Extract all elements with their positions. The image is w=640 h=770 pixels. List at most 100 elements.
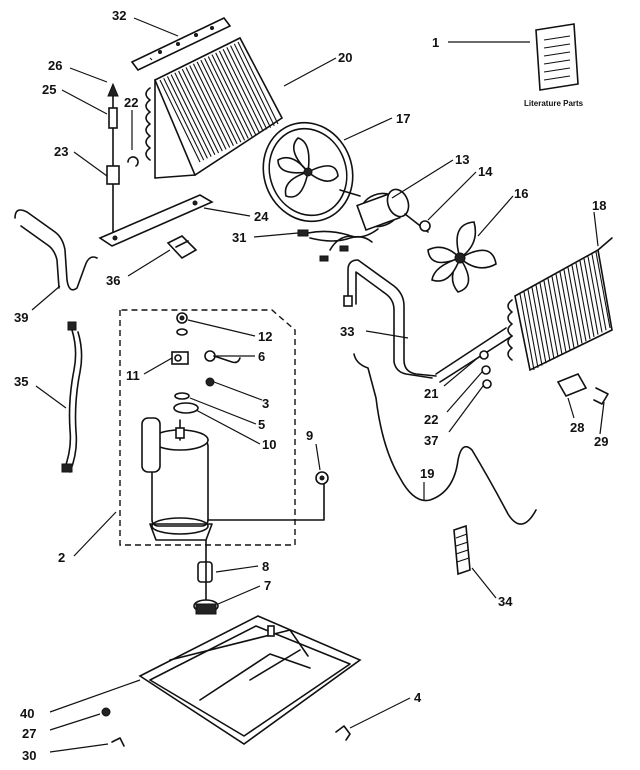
part-14-nut (419, 220, 431, 232)
part-2-compressor (141, 417, 325, 541)
part-34-grille (453, 524, 471, 576)
part-22-grommet (481, 365, 491, 375)
part-36-block (166, 235, 198, 260)
part-24-rail (98, 194, 214, 247)
callout-6: 6 (258, 349, 265, 364)
coil-fin (559, 271, 575, 348)
coil-fin (218, 50, 260, 134)
coil-fin (233, 43, 275, 127)
coil-fin (567, 267, 583, 344)
coil-fin (547, 278, 563, 355)
coil-fin (185, 67, 227, 150)
coil-fin (583, 258, 599, 335)
coil-fin (196, 61, 238, 145)
callout-25: 25 (42, 82, 56, 97)
callout-11: 11 (126, 368, 140, 383)
callout-7: 7 (264, 578, 271, 593)
callout-1: 1 (432, 35, 439, 50)
callout-17: 17 (396, 111, 410, 126)
coil-fin (571, 265, 587, 342)
coil-fin (230, 45, 272, 128)
callout-34: 34 (498, 594, 513, 609)
callout-26: 26 (48, 58, 62, 73)
coil-fin (535, 285, 551, 362)
part-7-grommet (193, 599, 219, 615)
coil-fin (178, 70, 220, 154)
callout-30: 30 (22, 748, 36, 763)
coil-fin (215, 52, 257, 136)
part-19-capillary-tube (353, 353, 537, 525)
coil-fin (159, 79, 201, 163)
part-9-nut (315, 471, 329, 485)
part-3-grommet (205, 377, 215, 387)
part-5-gasket (174, 392, 190, 400)
coil-fin (543, 280, 559, 357)
callout-20: 20 (338, 50, 352, 65)
coil-fin (579, 260, 595, 337)
coil-fin (519, 293, 535, 371)
callout-18: 18 (592, 198, 606, 213)
coil-fin (539, 282, 555, 360)
coil-fin (189, 65, 231, 148)
part-1-literature: Literature Parts (524, 23, 584, 108)
callout-24: 24 (254, 209, 269, 224)
callout-21: 21 (424, 386, 438, 401)
callout-32: 32 (112, 8, 126, 23)
coil-fin (192, 63, 234, 146)
part-6-terminal (204, 350, 241, 364)
part-30-clip (111, 737, 125, 747)
callout-28: 28 (570, 420, 584, 435)
coil-fin (563, 269, 579, 346)
callout-3: 3 (262, 396, 269, 411)
part-12-washer (176, 328, 188, 336)
coil-fin (575, 262, 591, 340)
coil-fin (166, 76, 208, 159)
callout-4: 4 (414, 690, 422, 705)
part-29-clip (593, 387, 609, 405)
coil-fin (181, 68, 223, 152)
callout-2: 2 (58, 550, 65, 565)
callout-16: 16 (514, 186, 528, 201)
literature-parts-label: Literature Parts (524, 99, 584, 108)
callout-35: 35 (14, 374, 28, 389)
coil-fin (527, 289, 543, 366)
part-17-fan-shroud (262, 121, 354, 223)
coil-fin (204, 58, 246, 141)
coil-fin (531, 287, 547, 364)
coil-fin (211, 54, 253, 137)
callout-13: 13 (455, 152, 469, 167)
part-31-wire-harness (297, 228, 379, 262)
part-22-clip-upper (127, 156, 139, 167)
callout-9: 9 (306, 428, 313, 443)
part-13-motor (339, 188, 429, 233)
coil-fin (163, 77, 205, 161)
callout-23: 23 (54, 144, 68, 159)
coil-fin (523, 291, 539, 368)
coil-fin (174, 72, 216, 156)
callout-27: 27 (22, 726, 36, 741)
callout-29: 29 (594, 434, 608, 449)
callout-8: 8 (262, 559, 269, 574)
coil-fin (207, 56, 249, 139)
part-39-tube (14, 209, 98, 291)
coil-fin (200, 59, 242, 143)
callout-22-lower: 22 (424, 412, 438, 427)
callout-36: 36 (106, 273, 120, 288)
coil-fin (587, 256, 603, 333)
coil-fin (551, 276, 567, 353)
part-32-bracket (130, 16, 232, 72)
coil-fin (591, 254, 607, 331)
part-40-base-pan (138, 615, 362, 745)
part-25-rod (106, 95, 120, 236)
callout-labels: 32 26 25 22 23 20 1 17 13 14 16 18 24 31… (14, 8, 608, 763)
part-10-overload (173, 402, 199, 414)
part-27-screw (101, 707, 111, 717)
part-21-grommet (479, 350, 489, 360)
part-8-sleeve (197, 561, 213, 583)
coil-fin (237, 41, 279, 125)
callout-39: 39 (14, 310, 28, 325)
callout-37: 37 (424, 433, 438, 448)
part-35-cord (61, 321, 83, 473)
leader-lines (31, 17, 605, 753)
